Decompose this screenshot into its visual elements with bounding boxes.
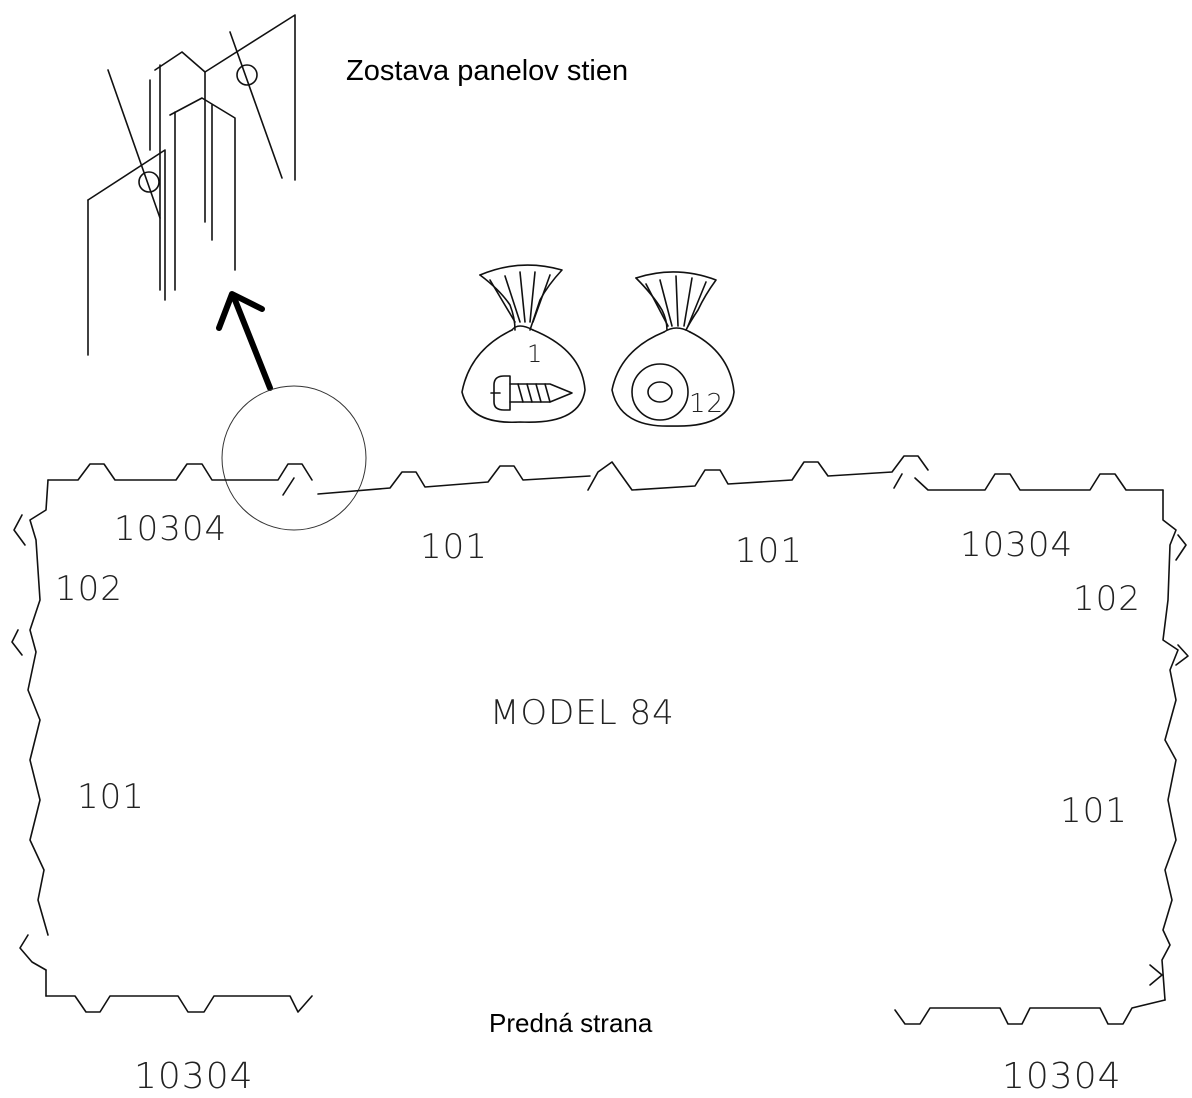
callout-arrow <box>216 291 273 391</box>
magnify-circle <box>221 385 367 531</box>
panel-label-top-right: 10304 <box>960 525 1073 565</box>
front-side-label: Predná strana <box>489 1008 653 1038</box>
hardware-bag-screws <box>461 264 586 424</box>
bag-quantity-washers: 12 <box>689 389 724 419</box>
panel-label-bottom-left: 10304 <box>134 1056 254 1093</box>
screw-icon <box>490 375 573 411</box>
panel-label-left-lower: 101 <box>77 777 145 817</box>
panel-label-right-lower: 101 <box>1060 791 1128 831</box>
bag-quantity-screws: 1 <box>527 340 543 368</box>
model-label: MODEL 84 <box>490 693 675 733</box>
panel-label-bottom-right: 10304 <box>1002 1056 1122 1093</box>
panel-label-left-upper: 102 <box>55 569 123 609</box>
wall-outline <box>11 455 1189 1025</box>
panel-label-top-mid-left: 101 <box>420 527 488 567</box>
panel-label-top-left: 10304 <box>114 509 227 549</box>
washer-icon <box>631 363 689 421</box>
panel-joint-detail-drawing <box>87 14 296 356</box>
hardware-bag-washers <box>611 271 735 427</box>
panel-label-right-upper: 102 <box>1073 579 1141 619</box>
panel-label-top-mid-right: 101 <box>735 531 803 571</box>
diagram-title: Zostava panelov stien <box>346 55 628 87</box>
